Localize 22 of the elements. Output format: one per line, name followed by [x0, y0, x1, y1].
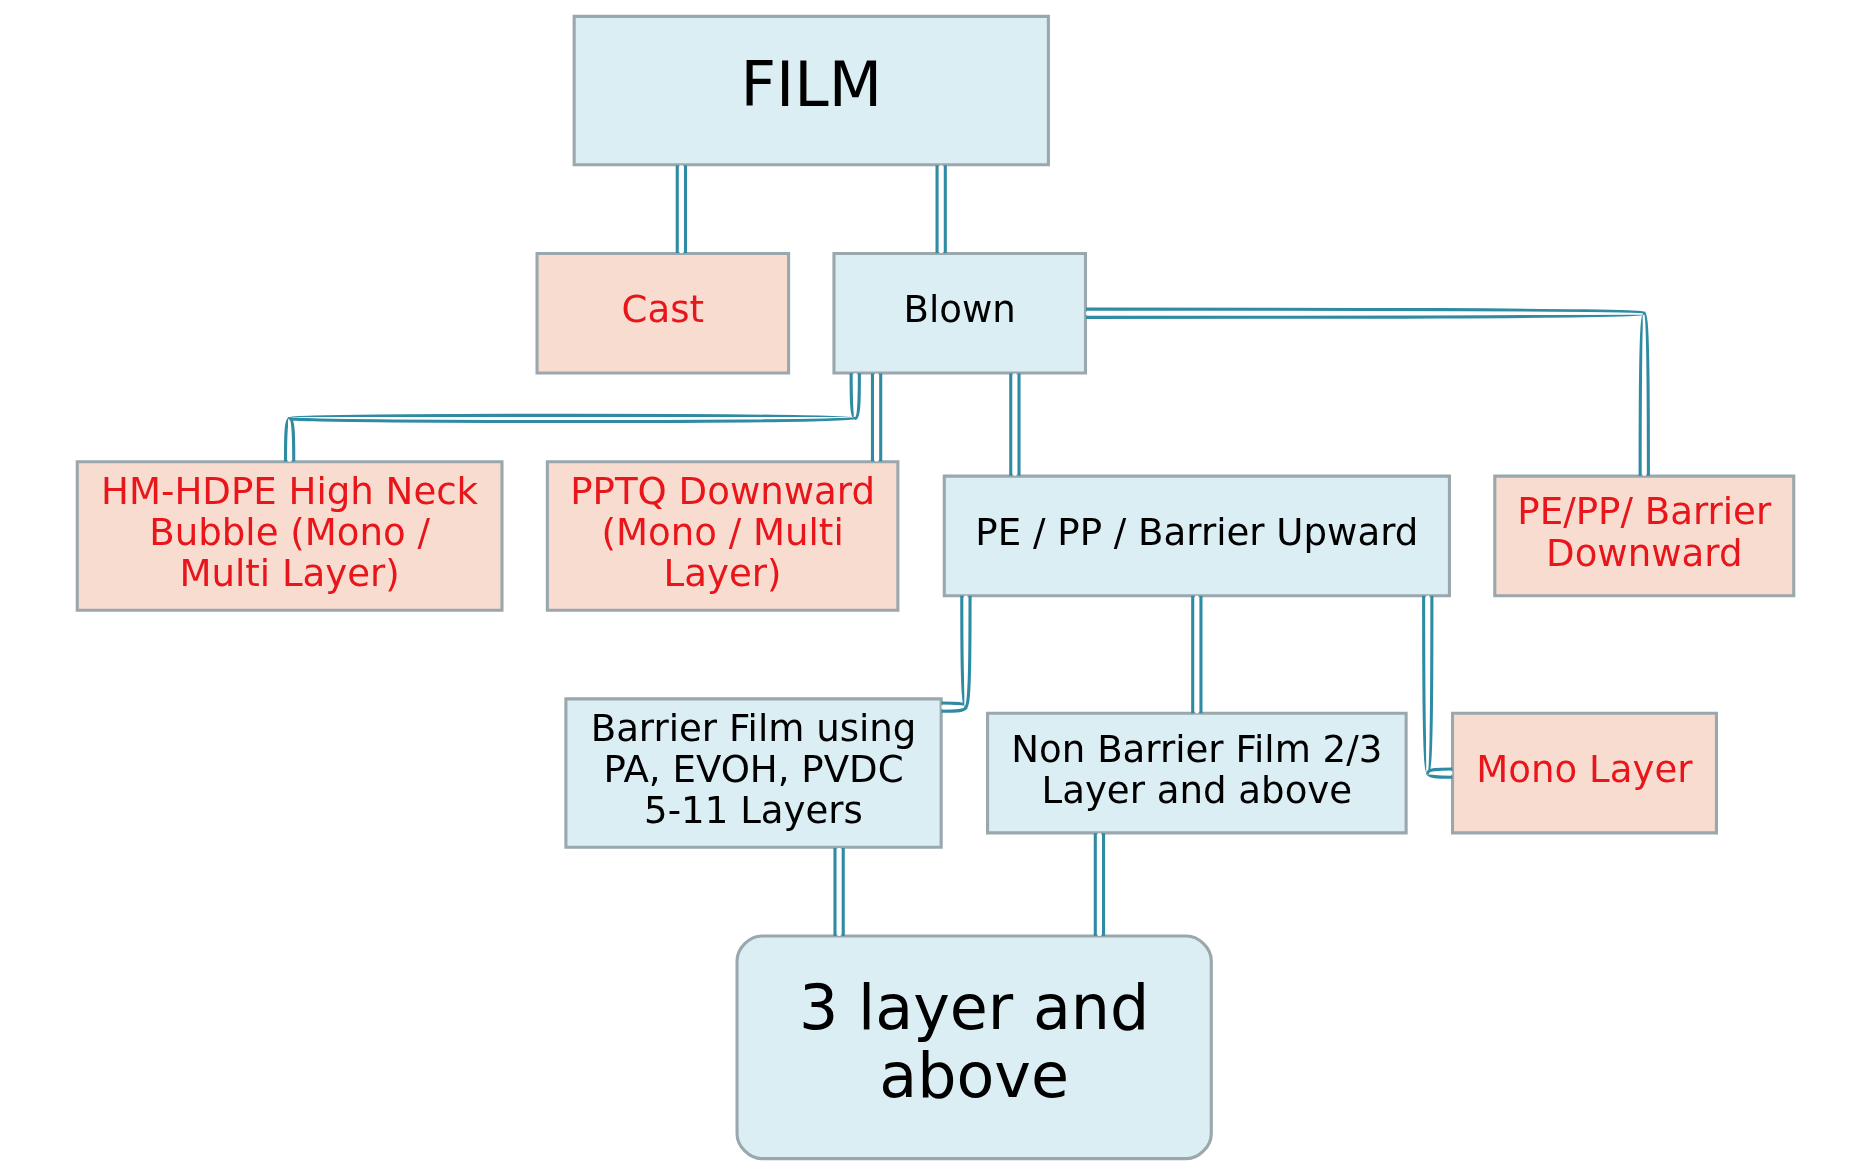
connector — [1008, 373, 1021, 476]
node-box: 3 layer and above — [735, 934, 1213, 1161]
node-box: HM-HDPE High Neck Bubble (Mono / Multi Layer) — [75, 460, 504, 612]
node-box: Cast — [535, 251, 790, 375]
node-box: PPTQ Downward (Mono / Multi Layer) — [545, 460, 899, 612]
connector — [1190, 595, 1202, 714]
node-box: Blown — [831, 251, 1087, 375]
connector — [283, 373, 861, 462]
node-box: PE / PP / Barrier Upward — [942, 474, 1451, 598]
node-box: Mono Layer — [1450, 711, 1718, 835]
node-box: Barrier Film using PA, EVOH, PVDC 5-11 Layers — [563, 697, 943, 849]
node-box: Non Barrier Film 2/3 Layer and above — [985, 711, 1408, 835]
connector — [1421, 595, 1452, 779]
connector — [675, 165, 687, 254]
connector — [1085, 307, 1650, 476]
node-box: FILM — [572, 14, 1050, 167]
connector — [941, 595, 972, 713]
node-box: PE/PP/ Barrier Downward — [1492, 474, 1795, 598]
connector — [935, 165, 947, 254]
connector — [832, 848, 845, 936]
connector — [870, 373, 882, 462]
connector — [1093, 833, 1105, 936]
